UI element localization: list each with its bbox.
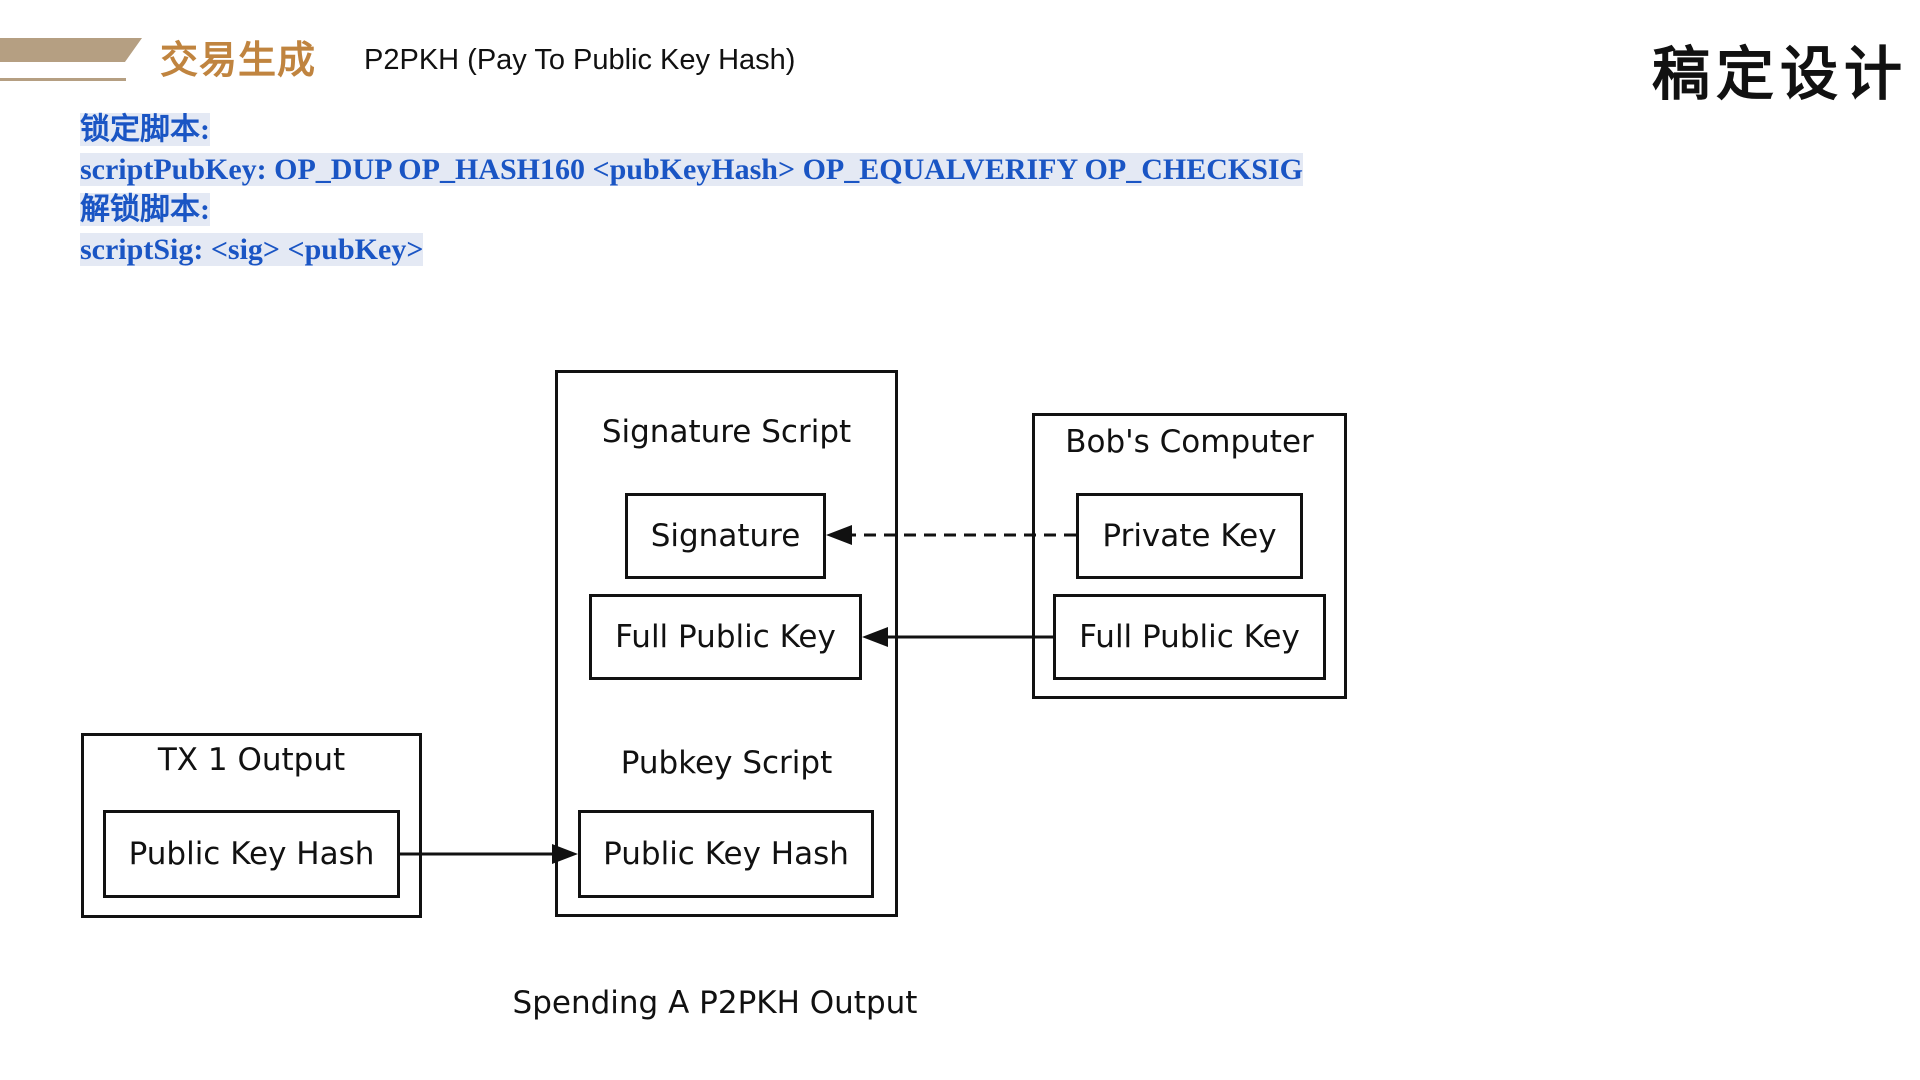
input-full-public-key-box: Full Public Key [589,594,862,680]
tx-output-public-key-hash: Public Key Hash [103,810,400,898]
brand-logo-text: 稿定设计 [1651,40,1908,108]
lock-script-label: 锁定脚本: [80,113,210,146]
bobs-computer-title: Bob's Computer [1065,424,1314,460]
lock-script-text: scriptPubKey: OP_DUP OP_HASH160 <pubKeyH… [80,153,1303,186]
tx-input-box [555,370,898,917]
unlock-script-label-line: 解锁脚本: [80,190,1303,230]
input-public-key-hash-box: Public Key Hash [578,810,874,898]
section-title: 交易生成 [160,38,317,82]
unlock-script-text: scriptSig: <sig> <pubKey> [80,233,424,266]
lock-script-label-line: 锁定脚本: [80,110,1303,150]
unlock-script-line: scriptSig: <sig> <pubKey> [80,230,1303,270]
accent-bar-underline [0,78,126,81]
tx-output-box [81,733,422,918]
bobs-computer-box [1032,413,1347,699]
tx-output-title: TX 1 Output [157,742,346,778]
pubkey-script-title: Pubkey Script [620,745,833,781]
diagram-caption: Spending A P2PKH Output [512,985,918,1021]
signature-script-title: Signature Script [601,414,852,450]
lock-script-line: scriptPubKey: OP_DUP OP_HASH160 <pubKeyH… [80,150,1303,190]
script-block: 锁定脚本: scriptPubKey: OP_DUP OP_HASH160 <p… [80,110,1303,270]
signature-box: Signature [625,493,826,579]
header-accent-bar [0,38,142,81]
private-key-box: Private Key [1076,493,1303,579]
bob-full-public-key-box: Full Public Key [1053,594,1326,680]
unlock-script-label: 解锁脚本: [80,193,210,226]
page-subtitle: P2PKH (Pay To Public Key Hash) [364,44,796,76]
accent-bar-fill [0,38,142,62]
